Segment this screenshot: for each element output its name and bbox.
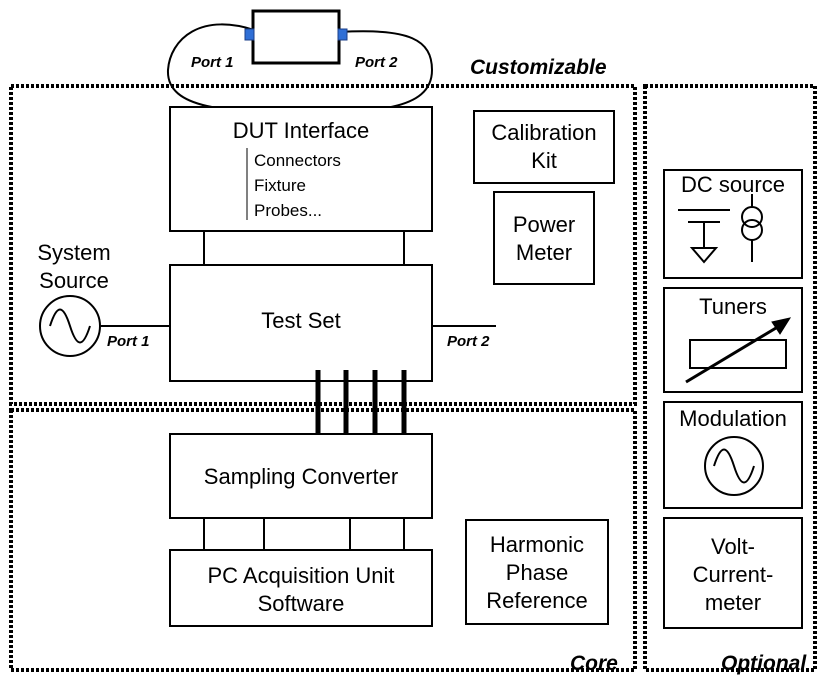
optional-region-border bbox=[643, 84, 817, 672]
dut-item-fixture: Fixture bbox=[254, 176, 306, 195]
sine-icon bbox=[49, 308, 91, 344]
calibration-kit-box bbox=[473, 110, 615, 184]
system-source-label-line1: System bbox=[37, 240, 111, 265]
dut-item-probes: Probes... bbox=[254, 201, 323, 220]
power-meter-label-line1: Power bbox=[512, 212, 576, 237]
region-label-optional: Optional bbox=[721, 652, 807, 675]
sampling-converter-box bbox=[169, 433, 433, 519]
test-set-port2-label: Port 2 bbox=[447, 333, 490, 350]
ground-icon bbox=[689, 247, 719, 264]
dc-source-box bbox=[663, 169, 803, 279]
region-label-core: Core bbox=[570, 652, 618, 675]
dut-interface-title: DUT Interface bbox=[232, 118, 370, 143]
volt-current-meter-label-line1: Volt- bbox=[710, 534, 756, 559]
core-region-border bbox=[9, 408, 637, 672]
dut-item-connectors: Connectors bbox=[254, 151, 341, 170]
pc-acquisition-box bbox=[169, 549, 433, 627]
region-label-customizable: Customizable bbox=[470, 56, 607, 79]
calibration-kit-label-line2: Kit bbox=[531, 148, 557, 173]
sampling-converter-label: Sampling Converter bbox=[203, 464, 399, 489]
volt-current-meter-label-line2: Current- bbox=[692, 562, 774, 587]
customizable-region-border bbox=[9, 84, 637, 406]
dut-port2-label: Port 2 bbox=[355, 54, 398, 71]
modulation-label: Modulation bbox=[679, 406, 787, 431]
harmonic-phase-reference-line3: Reference bbox=[486, 588, 588, 613]
harmonic-phase-reference-line2: Phase bbox=[505, 560, 569, 585]
tuner-arrow-shaft bbox=[685, 320, 787, 384]
current-source-upper-circle bbox=[741, 206, 763, 228]
tuner-arrow-head bbox=[771, 317, 792, 335]
dut-interface-box bbox=[169, 106, 433, 232]
volt-current-meter-label-line3: meter bbox=[704, 590, 762, 615]
calibration-kit-label-line1: Calibration bbox=[491, 120, 597, 145]
system-source-label-line2: Source bbox=[39, 268, 109, 293]
test-set-box bbox=[169, 264, 433, 382]
dc-source-label: DC source bbox=[681, 172, 785, 197]
power-meter-label-line2: Meter bbox=[515, 240, 573, 265]
dut-port1-connector bbox=[244, 28, 255, 41]
power-meter-box bbox=[493, 191, 595, 285]
volt-current-meter-box bbox=[663, 517, 803, 629]
tuners-label: Tuners bbox=[699, 294, 767, 319]
harmonic-phase-reference-box bbox=[465, 519, 609, 625]
dut-device-box bbox=[251, 9, 341, 65]
test-set-port1-label: Port 1 bbox=[107, 333, 150, 350]
dut-port2-connector bbox=[337, 28, 348, 41]
harmonic-phase-reference-line1: Harmonic bbox=[489, 532, 585, 557]
tuner-element bbox=[689, 339, 787, 369]
test-set-label: Test Set bbox=[261, 308, 341, 333]
pc-acquisition-label-line1: PC Acquisition Unit bbox=[207, 563, 395, 588]
modulation-sine-icon bbox=[713, 448, 755, 484]
dut-port1-label: Port 1 bbox=[191, 54, 234, 71]
pc-acquisition-label-line2: Software bbox=[257, 591, 345, 616]
